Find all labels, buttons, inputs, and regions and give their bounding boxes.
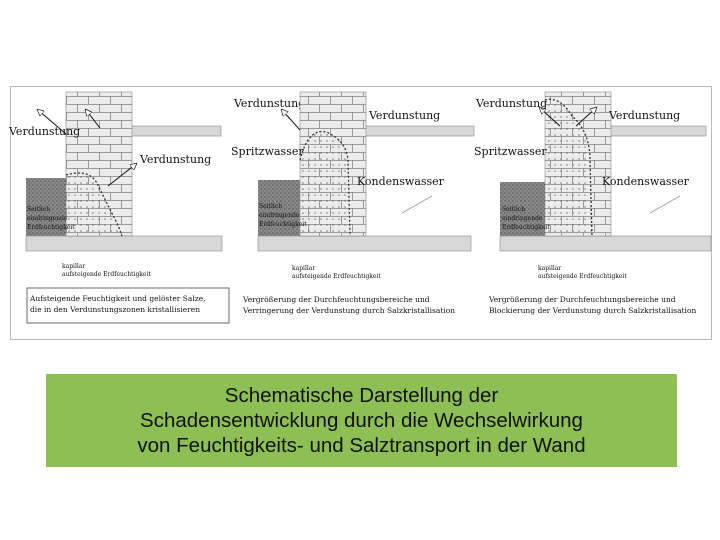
text-line: eindringende [502, 215, 543, 222]
panel-1-caption-box [26, 287, 230, 324]
panel-2-label-condensate: Kondenswasser [357, 175, 445, 188]
panel-1-label-evap-mid: Verdunstung [139, 153, 211, 166]
text-line: Blockierung der Verdunstung durch Salzkr… [489, 306, 696, 315]
panel-3-label-spray: Spritzwasser [474, 145, 547, 158]
text-line: Erdfeuchtigkeit [259, 221, 307, 228]
text-line: Verringerung der Verdunstung durch Salzk… [242, 306, 455, 315]
panel-3-label-evap-top: Verdunstung [475, 97, 547, 110]
panel-3-label-condensate: Kondenswasser [602, 175, 690, 188]
panel-2-soil [258, 180, 300, 236]
panel-3-label-evap-right: Verdunstung [608, 109, 680, 122]
text-line: Vergrößerung der Durchfeuchtungsbereiche… [488, 295, 676, 304]
panel-2-label-evap-top: Verdunstung [368, 109, 440, 122]
panel-3-ground-slab [499, 235, 712, 252]
panel-2-evap-top-arrow [282, 110, 301, 131]
caption-banner: Schematische Darstellung der Schadensent… [46, 374, 677, 467]
text-line: Erdfeuchtigkeit [27, 224, 75, 231]
text-line: eindringende [27, 215, 68, 222]
panel-3-evap-top-arrow [540, 108, 561, 127]
panel-3-caption: Vergrößerung der Durchfeuchtungsbereiche… [488, 295, 696, 315]
panel-2-condensate-line [401, 195, 433, 214]
panel-1-evap-left-arrow [38, 110, 67, 135]
text-line: Seitlich [27, 206, 50, 213]
panel-3-evap-right-arrow [575, 108, 596, 127]
text-line: aufsteigende Erdfeuchtigkeit [538, 273, 627, 280]
text-line: Seitlich [502, 206, 525, 213]
panel-1-label-evap-left: Verdunstung [8, 125, 80, 138]
panel-2-ground-slab [257, 235, 472, 252]
text-line: Vergrößerung der Durchfeuchtungsbereiche… [242, 295, 430, 304]
panel-1-wet-zone [66, 172, 122, 236]
panel-1-moisture-front [65, 172, 123, 237]
panel-2: Verdunstung Spritzwasser Kondenswasser S… [231, 91, 475, 315]
text-line: Aufsteigende Feuchtigkeit und gelöster S… [29, 294, 206, 303]
panel-2-wet-zone [300, 131, 350, 236]
panel-3-wet-zone [545, 99, 592, 236]
panel-1-label-evap-top: Verdunstung [233, 97, 305, 110]
panel-3: Verdunstung Verdunstung Spritzwasser Kon… [474, 91, 712, 315]
panel-1-caption: Aufsteigende Feuchtigkeit und gelöster S… [29, 294, 206, 314]
text-line: eindringende [259, 212, 300, 219]
panel-3-moisture-front [544, 98, 593, 237]
text-line: kapillar [62, 263, 85, 270]
panel-1-ground-slab [25, 235, 223, 252]
panel-2-caption: Vergrößerung der Durchfeuchtungsbereiche… [242, 295, 455, 315]
text-line: aufsteigende Erdfeuchtigkeit [62, 271, 151, 278]
text-line: Seitlich [259, 203, 282, 210]
panel-1-evap-top-arrow [86, 110, 101, 129]
caption-banner-text: Schematische Darstellung der Schadensent… [137, 384, 586, 457]
panel-3-soil [500, 182, 545, 236]
text-line: die in den Verdunstungszonen kristallisi… [30, 305, 200, 314]
panel-2-label-spray: Spritzwasser [231, 145, 304, 158]
text-line: kapillar [538, 265, 561, 272]
panel-3-condensate-line [649, 195, 681, 214]
text-line: Erdfeuchtigkeit [502, 224, 550, 231]
text-line: kapillar [292, 265, 315, 272]
panel-2-moisture-front [299, 130, 351, 237]
panel-1-evap-mid-arrow [107, 164, 136, 187]
panel-1-soil [26, 178, 66, 236]
text-line: aufsteigende Erdfeuchtigkeit [292, 273, 381, 280]
panel-1: Verdunstung Verdunstung Verdunstung Seit… [8, 91, 305, 324]
